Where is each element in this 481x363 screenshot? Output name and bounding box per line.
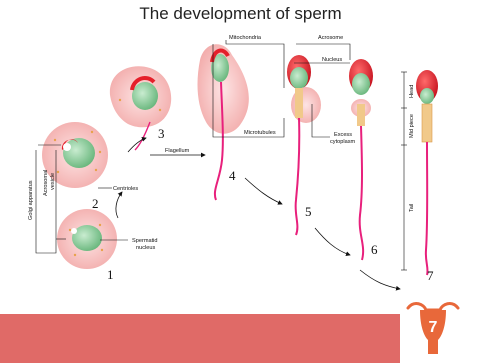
label-head: Head bbox=[409, 85, 415, 98]
uterus-logo-icon: 7 bbox=[402, 296, 464, 358]
label-golgi-apparatus: Golgi apparatus bbox=[28, 180, 34, 220]
stage-7-sperm bbox=[416, 70, 438, 275]
label-excess-cytoplasm-line1: Excess bbox=[334, 132, 352, 138]
stage-5-cell bbox=[287, 55, 321, 235]
logo-number: 7 bbox=[429, 319, 438, 336]
stage-number-6: 6 bbox=[371, 242, 378, 257]
bottom-banner bbox=[0, 314, 400, 363]
label-nucleus: Nucleus bbox=[322, 57, 342, 63]
stage-number-2: 2 bbox=[92, 196, 99, 211]
stage-number-7: 7 bbox=[427, 268, 434, 283]
label-mitochondria: Mitochondria bbox=[229, 35, 262, 41]
stage-arrows bbox=[116, 138, 400, 289]
stage-number-1: 1 bbox=[107, 267, 114, 282]
label-mid-piece: Mid piece bbox=[409, 114, 415, 138]
label-acrosomal-vesicle-line2: vesicle bbox=[50, 173, 56, 190]
stage-4-cell bbox=[198, 44, 249, 200]
label-spermatid-nucleus-line1: Spermatid bbox=[132, 238, 158, 244]
stage-number-4: 4 bbox=[229, 168, 236, 183]
label-flagellum: Flagellum bbox=[165, 148, 190, 154]
label-acrosome: Acrosome bbox=[318, 35, 343, 41]
label-centrioles: Centrioles bbox=[113, 186, 138, 192]
label-tail: Tail bbox=[409, 204, 415, 212]
label-excess-cytoplasm-line2: cytoplasm bbox=[330, 139, 356, 145]
label-spermatid-nucleus-line2: nucleus bbox=[136, 245, 155, 251]
stage-number-3: 3 bbox=[158, 126, 165, 141]
stage-number-5: 5 bbox=[305, 204, 312, 219]
label-microtubules: Microtubules bbox=[244, 130, 276, 136]
label-acrosomal-vesicle-line1: Acrosomal bbox=[43, 170, 49, 196]
stage-6-cell bbox=[349, 59, 373, 260]
